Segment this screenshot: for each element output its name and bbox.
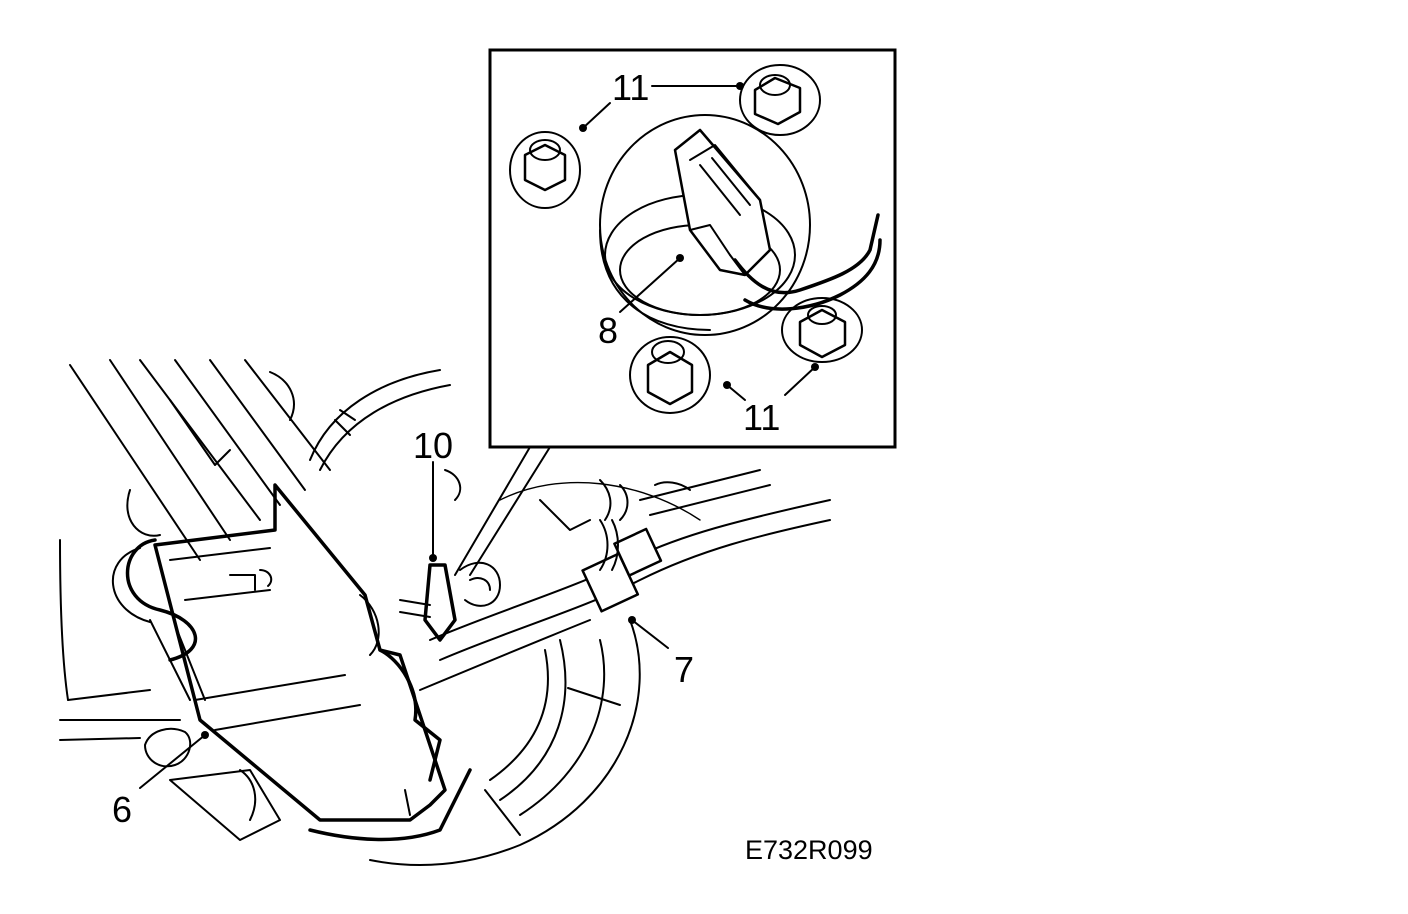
cover-bracket bbox=[153, 483, 472, 842]
callout-11-top: 11 bbox=[612, 67, 649, 108]
hub-nut-top-right bbox=[739, 64, 821, 136]
hub-nut-bottom-left bbox=[629, 336, 711, 414]
figure-code: E732R099 bbox=[745, 835, 873, 865]
wheel-speed-sensor bbox=[399, 469, 501, 642]
callout-8: 8 bbox=[598, 310, 618, 351]
sensor-connector bbox=[673, 128, 772, 277]
sensor-cable bbox=[733, 213, 882, 311]
inset-leader bbox=[454, 446, 531, 576]
hub-nut-top-left bbox=[509, 131, 581, 209]
callout-10: 10 bbox=[413, 425, 453, 466]
stabilizer-bar bbox=[112, 489, 206, 701]
brake-lines bbox=[419, 469, 831, 691]
detail-inset bbox=[454, 48, 897, 576]
axle-bolt bbox=[144, 727, 281, 841]
hose-connector bbox=[581, 519, 663, 613]
trailing-arm bbox=[59, 359, 331, 741]
callout-6: 6 bbox=[112, 789, 132, 830]
callout-leaders bbox=[139, 82, 819, 789]
hub-nut-bottom-right bbox=[781, 297, 863, 363]
callout-7: 7 bbox=[674, 649, 694, 690]
main-view bbox=[59, 359, 831, 866]
callout-11-bottom: 11 bbox=[743, 397, 780, 438]
backing-plate bbox=[309, 369, 451, 471]
